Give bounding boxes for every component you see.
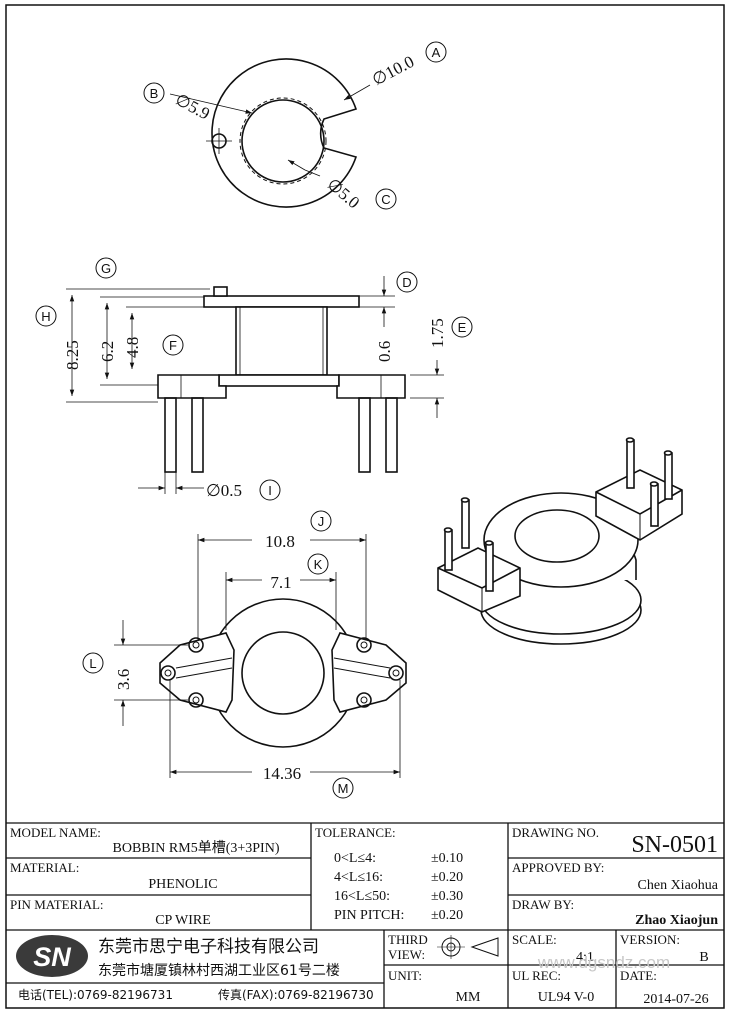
tolerance-value: ±0.10 [431, 851, 463, 866]
approved-by-label: APPROVED BY: [512, 860, 604, 875]
date-label: DATE: [620, 968, 657, 983]
bubble-L: L [82, 652, 104, 674]
date-value: 2014-07-26 [643, 992, 708, 1007]
top-view [169, 58, 371, 208]
tolerance-value: ±0.30 [431, 889, 463, 904]
dim-J-value: 10.8 [265, 532, 295, 551]
tolerance-value: ±0.20 [431, 870, 463, 885]
svg-text:I: I [268, 483, 272, 498]
tolerance-range: 0<L≤4: [334, 851, 376, 866]
pin-material-label: PIN MATERIAL: [10, 897, 104, 912]
svg-text:SN: SN [33, 942, 71, 972]
pin-material-value: CP WIRE [155, 913, 211, 928]
scale-value: 4:1 [576, 950, 594, 965]
bottom-view [114, 534, 407, 778]
tolerance-label: TOLERANCE: [315, 825, 396, 840]
tolerance-value: ±0.20 [431, 908, 463, 923]
sheet-border [5, 4, 725, 1009]
ul-rec-value: UL94 V-0 [538, 990, 594, 1005]
bubble-F: F [162, 334, 184, 356]
svg-text:E: E [458, 320, 467, 335]
company-tel: 电话(TEL):0769-82196731 [18, 988, 173, 1002]
drawing-no-value: SN-0501 [631, 832, 718, 858]
tolerance-range: 16<L≤50: [334, 889, 390, 904]
svg-text:D: D [402, 275, 411, 290]
watermark-text: www.dgsndz.com [537, 953, 670, 972]
dim-M-value: 14.36 [263, 764, 301, 783]
dim-H-value: 8.25 [63, 340, 82, 370]
dim-E-value: 1.75 [428, 318, 447, 348]
scale-label: SCALE: [512, 932, 557, 947]
company-logo: SN [16, 935, 88, 977]
svg-text:F: F [169, 338, 177, 353]
svg-text:L: L [89, 656, 96, 671]
company-name: 东莞市思宁电子科技有限公司 [98, 937, 319, 957]
drawing-no-label: DRAWING NO. [512, 825, 599, 840]
svg-text:A: A [432, 45, 441, 60]
draw-by-value: Zhao Xiaojun [635, 913, 718, 928]
model-name-label: MODEL NAME: [10, 825, 101, 840]
unit-label: UNIT: [388, 968, 422, 983]
third-view-label: THIRD [388, 932, 428, 947]
svg-text:M: M [338, 781, 349, 796]
svg-text:K: K [314, 557, 323, 572]
svg-text:G: G [101, 261, 111, 276]
dim-G-value: 6.2 [98, 341, 117, 362]
dim-D-value: 0.6 [375, 341, 394, 362]
company-fax: 传真(FAX):0769-82196730 [218, 987, 374, 1002]
model-name-value: BOBBIN RM5单槽(3+3PIN) [113, 840, 280, 856]
version-label: VERSION: [620, 932, 680, 947]
material-label: MATERIAL: [10, 860, 79, 875]
bubble-A: A [425, 41, 447, 63]
dim-A-value: ∅10.0 [369, 52, 417, 90]
svg-text:B: B [150, 86, 159, 101]
third-angle-projection-icon [437, 935, 499, 959]
version-value: B [699, 950, 708, 965]
bubble-G: G [95, 257, 117, 279]
svg-text:C: C [381, 192, 390, 207]
bubble-B: B [143, 82, 165, 104]
dim-K-value: 7.1 [270, 573, 291, 592]
svg-text:H: H [41, 309, 50, 324]
tolerance-list: 0<L≤4: ±0.10 4<L≤16: ±0.20 16<L≤50: ±0.3… [334, 851, 463, 923]
title-block-lines [6, 822, 724, 1008]
dim-F-value: 4.8 [123, 337, 142, 358]
isometric-view [437, 437, 683, 645]
side-view [66, 276, 444, 494]
dim-L-value: 3.6 [114, 669, 133, 690]
svg-text:J: J [318, 514, 325, 529]
approved-by-value: Chen Xiaohua [638, 878, 719, 893]
tolerance-range: 4<L≤16: [334, 870, 383, 885]
material-value: PHENOLIC [148, 877, 217, 892]
unit-value: MM [456, 990, 481, 1005]
ul-rec-label: UL REC: [512, 968, 561, 983]
bubble-I: I [259, 479, 281, 501]
third-view-label-2: VIEW: [388, 947, 425, 962]
bubble-J: J [310, 510, 332, 532]
bubble-K: K [307, 553, 329, 575]
tolerance-range: PIN PITCH: [334, 908, 404, 923]
bubble-E: E [451, 316, 473, 338]
bubble-C: C [375, 188, 397, 210]
bubble-D: D [396, 271, 418, 293]
company-address: 东莞市塘厦镇林村西湖工业区61号二楼 [98, 962, 340, 979]
dim-B-value: ∅5.9 [172, 90, 213, 124]
draw-by-label: DRAW BY: [512, 897, 574, 912]
bubble-M: M [332, 777, 354, 799]
bubble-H: H [35, 305, 57, 327]
dim-I-value: ∅0.5 [206, 481, 242, 500]
